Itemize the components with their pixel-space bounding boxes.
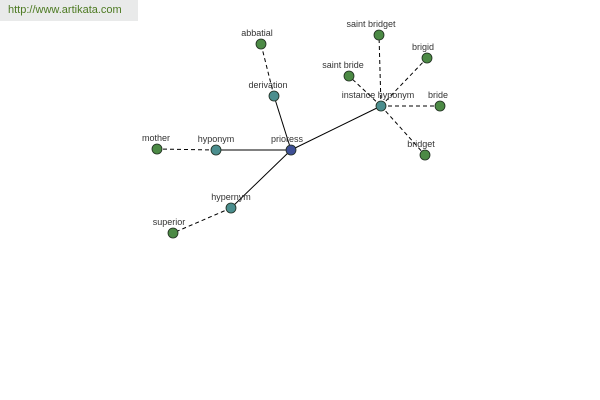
edge-prioress-to-hypernym — [230, 149, 292, 209]
node-label-hyponym[interactable]: hyponym — [198, 134, 235, 144]
node-hypernym[interactable] — [225, 202, 237, 214]
edge-derivation-to-abbatial — [260, 43, 275, 97]
node-superior[interactable] — [167, 227, 179, 239]
node-label-superior[interactable]: superior — [153, 217, 186, 227]
node-label-abbatial[interactable]: abbatial — [241, 28, 273, 38]
edge-prioress-to-derivation — [273, 95, 292, 151]
node-mother[interactable] — [151, 143, 163, 155]
labels-layer: prioress hyponym derivation hypernym instanc… — [142, 19, 448, 227]
edge-instance-hyponym-to-saint-bride — [348, 75, 382, 107]
node-label-bride[interactable]: bride — [428, 90, 448, 100]
edge-prioress-to-instance-hyponym — [290, 105, 382, 151]
node-label-saint-bride[interactable]: saint bride — [322, 60, 364, 70]
node-bridget[interactable] — [419, 149, 431, 161]
node-hyponym[interactable] — [210, 144, 222, 156]
edge-hypernym-to-superior — [172, 207, 232, 234]
node-saint-bridget[interactable] — [373, 29, 385, 41]
nodes-layer — [151, 29, 446, 239]
edge-instance-hyponym-to-saint-bridget — [378, 34, 382, 107]
node-label-hypernym[interactable]: hypernym — [211, 192, 251, 202]
site-url[interactable]: http://www.artikata.com — [8, 4, 122, 16]
node-label-mother[interactable]: mother — [142, 133, 170, 143]
edge-instance-hyponym-to-bridget — [380, 105, 426, 156]
node-prioress[interactable] — [285, 144, 297, 156]
node-saint-bride[interactable] — [343, 70, 355, 82]
node-label-prioress[interactable]: prioress — [271, 134, 304, 144]
node-label-instance-hyponym[interactable]: instance hyponym — [342, 90, 415, 100]
node-derivation[interactable] — [268, 90, 280, 102]
node-bride[interactable] — [434, 100, 446, 112]
node-label-saint-bridget[interactable]: saint bridget — [346, 19, 396, 29]
edge-hyponym-to-mother — [156, 148, 217, 151]
node-instance-hyponym[interactable] — [375, 100, 387, 112]
edges-layer — [156, 34, 440, 234]
node-brigid[interactable] — [421, 52, 433, 64]
url-banner: http://www.artikata.com — [0, 0, 138, 21]
node-abbatial[interactable] — [255, 38, 267, 50]
node-label-bridget[interactable]: bridget — [407, 139, 435, 149]
node-label-derivation[interactable]: derivation — [248, 80, 287, 90]
node-label-brigid[interactable]: brigid — [412, 42, 434, 52]
